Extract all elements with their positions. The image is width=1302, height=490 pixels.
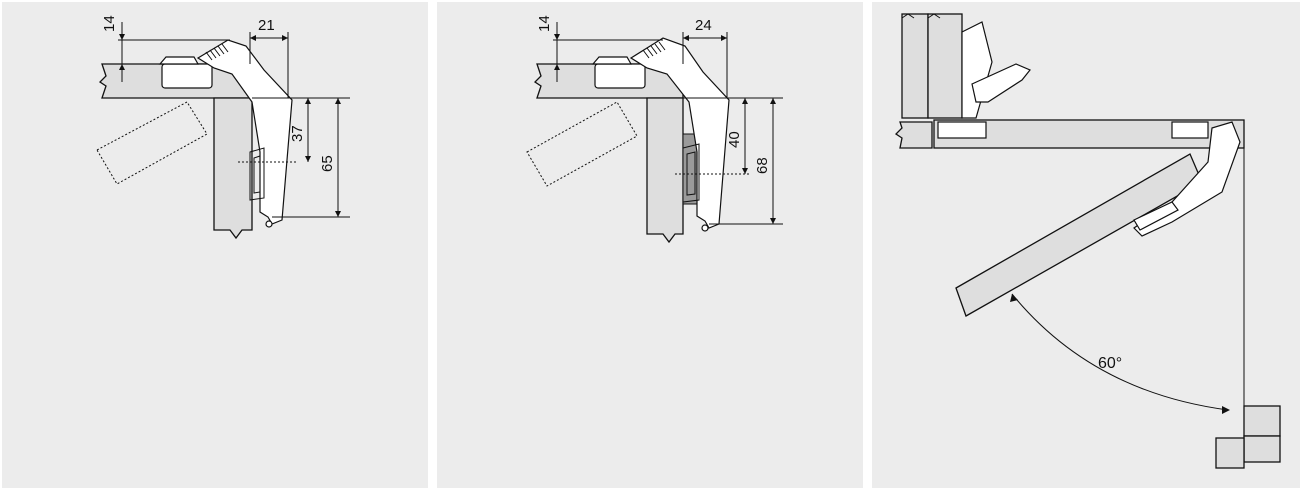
dim-width-label: 24	[695, 17, 712, 34]
hinge-screw	[701, 224, 709, 232]
hinge-drawing-1: 14 21 37 65	[96, 15, 350, 240]
door-panel	[646, 97, 684, 244]
lower-frame-piece-c	[1215, 437, 1245, 469]
opened-hinge-cup	[1133, 201, 1179, 231]
hinge-ribs	[205, 43, 229, 61]
hinge-diagram-panel-1: 14 21 37 65	[2, 2, 428, 488]
mounting-plate	[161, 63, 213, 89]
dim-top-offset-label: 14	[101, 15, 118, 32]
mounting-plate-left	[937, 121, 987, 139]
dim-inner-height-label: 40	[726, 131, 743, 148]
opened-door-outline	[526, 101, 638, 187]
hinge-cup	[249, 147, 265, 201]
lower-frame-piece-a	[1243, 405, 1281, 437]
angle-arc-arrows	[1010, 294, 1230, 414]
hinge-cup	[682, 143, 700, 203]
dim-outer-height-label: 65	[319, 155, 336, 172]
cabinet-wall-left-a	[901, 13, 929, 119]
dim-outer-height-label: 68	[754, 157, 771, 174]
opened-door	[955, 153, 1203, 317]
angle-arc	[1011, 293, 1229, 411]
lower-frame-piece-b	[1243, 435, 1281, 463]
opened-door-outline	[96, 101, 208, 185]
hinge-drawing-2: 14 24 40 68	[526, 15, 783, 244]
opening-angle-drawing: 60°	[894, 13, 1281, 469]
hinge-ribs	[642, 41, 666, 59]
opened-hinge-arm	[1133, 121, 1241, 237]
opening-angle-label: 60°	[1098, 355, 1122, 372]
mounting-plate	[594, 63, 646, 89]
plate-top	[158, 56, 200, 65]
cabinet-side-panel	[894, 121, 933, 149]
closed-hinge-arm	[971, 63, 1031, 103]
hinge-arm	[629, 37, 730, 229]
opening-angle-panel: 60°	[872, 2, 1300, 488]
hinge-arm	[196, 39, 293, 225]
plate-top	[591, 56, 633, 65]
door-panel	[213, 97, 253, 240]
hinge-screw	[265, 220, 273, 228]
cabinet-wall-left-b	[927, 13, 963, 119]
hinge-diagram-panel-2: 14 24 40 68	[437, 2, 863, 488]
wall-break-mark	[901, 13, 941, 19]
dim-inner-height-label: 37	[289, 125, 306, 142]
mounting-plate-right	[1171, 121, 1209, 139]
dim-top-offset-label: 14	[536, 15, 553, 32]
closed-hinge-body	[961, 21, 993, 119]
dim-width-label: 21	[258, 17, 275, 34]
